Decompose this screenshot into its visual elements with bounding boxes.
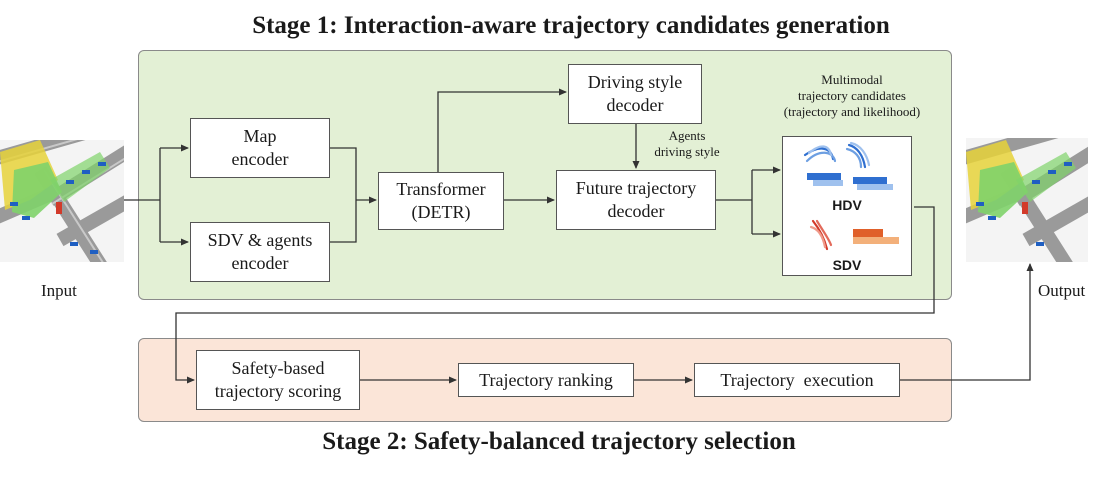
sdv-label: SDV <box>832 257 862 273</box>
output-label: Output <box>1038 281 1086 300</box>
sdv-encoder-line1: SDV & agents <box>207 230 313 250</box>
sdv-encoder-line2: encoder <box>231 253 289 273</box>
agents-note-line2: driving style <box>654 144 720 159</box>
candidates-title-line3: (trajectory and likelihood) <box>783 104 921 119</box>
input-scene-image <box>0 140 124 262</box>
input-label: Input <box>41 281 77 300</box>
output-scene-image <box>966 138 1088 262</box>
candidates-title-line1: Multimodal <box>821 72 883 87</box>
safety-scoring-block: Safety-based trajectory scoring <box>196 350 360 410</box>
driving-style-decoder-block: Driving style decoder <box>568 64 702 124</box>
transformer-line2: (DETR) <box>411 202 471 222</box>
candidates-block: HDV SDV <box>782 136 912 276</box>
transformer-block: Transformer (DETR) <box>378 172 504 230</box>
trajectory-execution-block: Trajectory execution <box>694 363 900 397</box>
trajectory-ranking-block: Trajectory ranking <box>458 363 634 397</box>
agents-driving-style-note: Agents driving style <box>642 128 732 160</box>
stage2-title: Stage 2: Safety-balanced trajectory sele… <box>322 428 796 455</box>
safety-scoring-line2: trajectory scoring <box>214 381 342 401</box>
map-encoder-line2: encoder <box>231 149 289 169</box>
future-decoder-line1: Future trajectory <box>575 178 697 198</box>
driving-style-line2: decoder <box>606 95 664 115</box>
safety-scoring-line1: Safety-based <box>231 358 325 378</box>
driving-style-line1: Driving style <box>587 72 683 92</box>
ranking-label: Trajectory ranking <box>479 369 613 390</box>
candidate-trajectory-icons <box>803 141 899 251</box>
future-trajectory-decoder-block: Future trajectory decoder <box>556 170 716 230</box>
stage1-title: Stage 1: Interaction-aware trajectory ca… <box>252 12 890 39</box>
transformer-line1: Transformer <box>396 179 486 199</box>
execution-label: Trajectory execution <box>720 369 874 390</box>
hdv-label: HDV <box>832 197 862 213</box>
candidates-title-line2: trajectory candidates <box>798 88 906 103</box>
map-encoder-block: Map encoder <box>190 118 330 178</box>
agents-note-line1: Agents <box>668 128 706 143</box>
sdv-agents-encoder-block: SDV & agents encoder <box>190 222 330 282</box>
map-encoder-line1: Map <box>243 126 277 146</box>
future-decoder-line2: decoder <box>607 201 665 221</box>
candidates-title: Multimodal trajectory candidates (trajec… <box>764 72 940 120</box>
